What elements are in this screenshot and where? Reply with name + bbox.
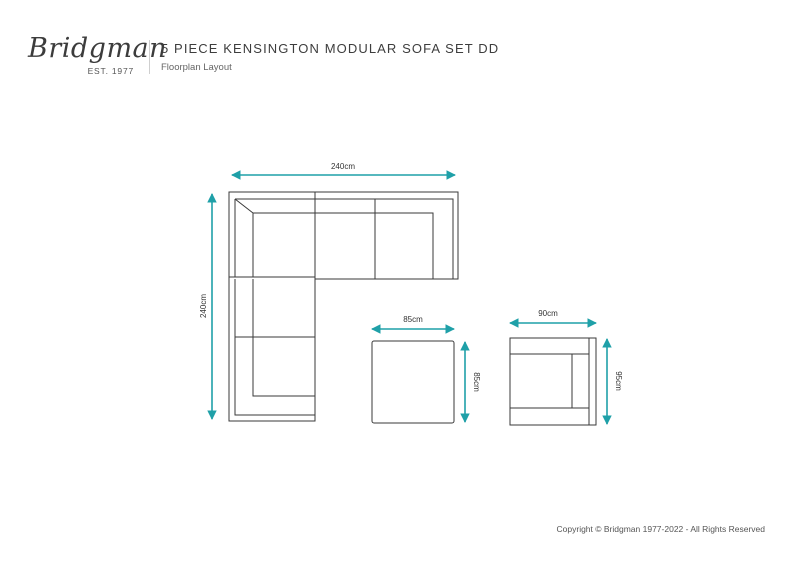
corner-sofa (228, 191, 459, 422)
dimension-armchair-width: 90cm (509, 309, 597, 328)
dimension-label: 90cm (538, 309, 558, 318)
dimension-table-width: 85cm (371, 315, 455, 334)
dimension-label: 240cm (331, 162, 355, 171)
page-subtitle: Floorplan Layout (161, 62, 232, 73)
top-modules-back (315, 198, 454, 279)
lower-modules-back (234, 279, 315, 416)
corner-sofa-outline (228, 191, 459, 422)
dimension-label: 240cm (199, 294, 208, 318)
dimension-label: 95cm (614, 371, 623, 391)
dimension-label: 85cm (472, 372, 481, 392)
armchair-arms (510, 338, 590, 425)
armchair-outline (509, 337, 597, 426)
brand-logo: Bridgman EST. 1977 (28, 34, 167, 80)
brand-name: Bridgman (28, 33, 168, 64)
dimension-sofa-width: 240cm (231, 162, 456, 180)
coffee-table (371, 340, 455, 424)
dimension-label: 85cm (403, 315, 423, 324)
dimension-table-depth: 85cm (460, 341, 481, 423)
page-title: 5 PIECE KENSINGTON MODULAR SOFA SET DD (161, 41, 500, 56)
copyright-notice: Copyright © Bridgman 1977-2022 - All Rig… (556, 524, 765, 534)
header-divider (149, 40, 150, 74)
dimension-armchair-depth: 95cm (602, 338, 623, 425)
armchair (509, 337, 597, 426)
coffee-table-outline (371, 340, 455, 424)
corner-module-back (234, 198, 315, 277)
brand-established: EST. 1977 (87, 66, 134, 76)
dimension-sofa-depth: 240cm (199, 193, 217, 420)
